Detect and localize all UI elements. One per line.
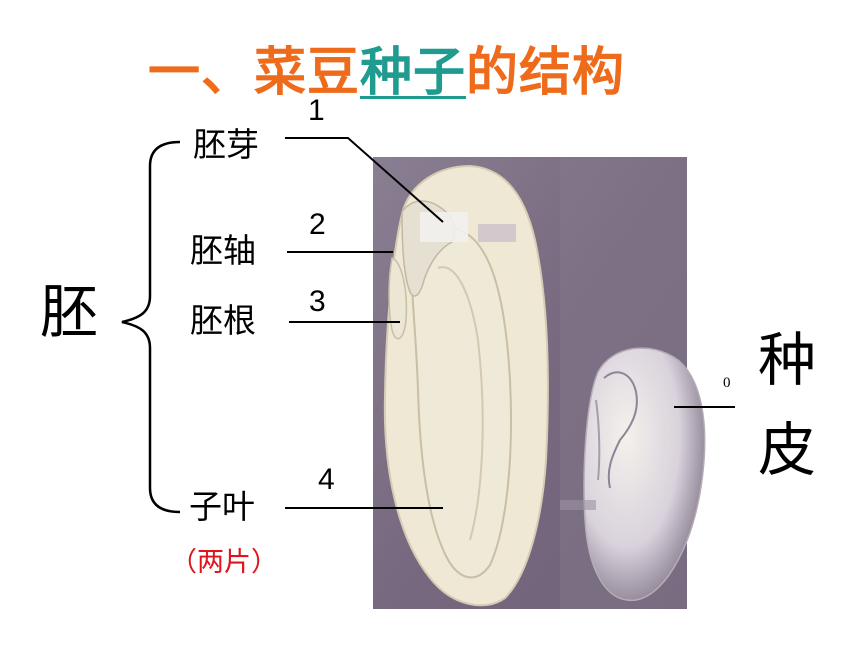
cotyledon-count-note: （两片） [170,547,278,578]
title-prefix: 一、菜豆 [148,43,361,103]
seed-coat-label-char1: 种 [758,326,817,394]
title-suffix: 的结构 [466,43,626,103]
page-title: 一、菜豆种子的结构 [148,30,625,105]
part-number-4: 4 [318,463,335,496]
seed-coat-number: 0 [723,375,731,391]
title-highlight: 种子 [360,43,467,103]
part-label-hypocotyl: 胚轴 [190,231,256,270]
embryo-label: 胚 [40,278,99,346]
whole-seed [560,347,706,601]
embryo-brace [121,140,181,514]
part-label-plumule: 胚芽 [193,125,259,164]
bean-seed-section [383,164,549,607]
part-number-3: 3 [309,285,326,318]
part-number-2: 2 [309,208,326,241]
seed-coat-label-char2: 皮 [758,416,817,484]
radicle-shape [388,256,408,340]
leader-line-1 [285,137,444,223]
part-number-1: 1 [308,94,325,127]
part-label-radicle: 胚根 [190,301,256,340]
part-label-cotyledon: 子叶 [189,487,255,526]
